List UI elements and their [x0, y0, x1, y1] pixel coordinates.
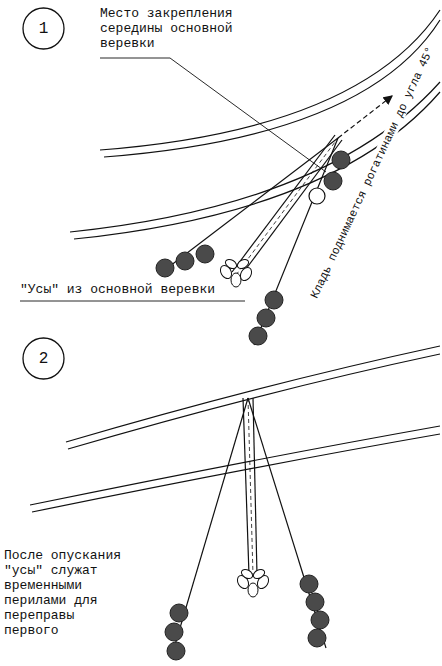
number-circle-outline	[23, 338, 64, 379]
river-bank	[32, 434, 440, 512]
leader-line	[100, 58, 326, 172]
anchor-note: Место закрепления середины основной вере…	[100, 6, 245, 51]
number-circle-outline	[23, 8, 64, 49]
log-lift-note: Кладь поднимается рогатинами до угла 45°	[307, 42, 437, 301]
river-bank	[66, 346, 440, 442]
log-base-group	[218, 258, 254, 287]
log-base-group	[235, 568, 271, 597]
river-bank	[74, 92, 440, 239]
whiskers-note: "Усы" из основной веревки	[20, 282, 215, 297]
panel-number: 2	[22, 337, 65, 380]
river-bank	[30, 426, 440, 505]
whisker-rope	[248, 398, 326, 648]
log-axis	[248, 398, 253, 575]
railing-note: После опускания "усы" служат временными …	[4, 548, 132, 638]
whisker-rope	[170, 138, 338, 266]
panel-number-text: 2	[22, 337, 65, 380]
leader-line	[20, 301, 245, 302]
log	[232, 135, 335, 272]
log	[243, 398, 249, 575]
log-axis	[236, 138, 338, 275]
person-mark	[156, 151, 350, 660]
panel-number: 1	[22, 7, 65, 50]
panel-number-text: 1	[22, 7, 65, 50]
whisker-rope	[254, 138, 338, 345]
anchor-point	[309, 188, 325, 204]
